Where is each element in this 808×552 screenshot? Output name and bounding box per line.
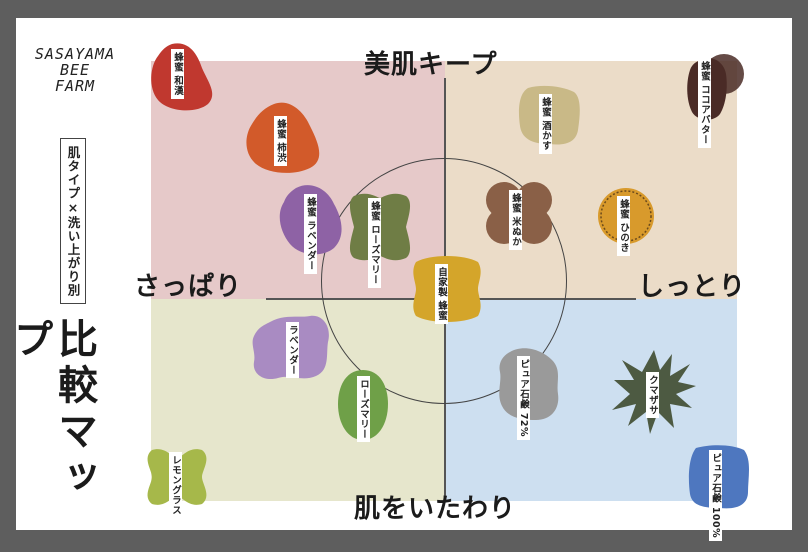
- soap-label: 蜂蜜 和漢: [171, 49, 184, 99]
- brand-line-2: BEE: [59, 61, 91, 79]
- soap-label: ピュア石鹸 72%: [517, 356, 530, 441]
- soap-label: 蜂蜜 柿渋: [274, 116, 287, 166]
- brand-line-3: FARM: [54, 77, 96, 95]
- soap-honey-wakan: 蜂蜜 和漢: [150, 42, 216, 112]
- soap-label: ローズマリー: [357, 376, 370, 442]
- soap-label: 蜂蜜 ひのき: [617, 196, 630, 256]
- soap-pure-100: ピュア石鹸 100%: [688, 444, 750, 542]
- soap-honey-cocoa-butter: 蜂蜜 ココアバター: [686, 52, 746, 148]
- soap-label: ラベンダー: [286, 322, 299, 378]
- soap-lemongrass: レモングラス: [146, 446, 208, 518]
- soap-label: 自家製 蜂蜜: [435, 264, 448, 324]
- soap-label: 蜂蜜 ココアバター: [698, 58, 711, 148]
- center-ring: [321, 158, 567, 404]
- soap-label: レモングラス: [169, 452, 182, 518]
- soap-pure-72: ピュア石鹸 72%: [496, 348, 562, 441]
- map-card: 美肌キープ 肌をいたわり さっぱり しっとり SASAYAMA BEE FARM…: [7, 18, 792, 542]
- subtitle-box: 肌タイプ×洗い上がり別: [60, 138, 86, 304]
- soap-honey-lavender: 蜂蜜 ラベンダー: [278, 184, 344, 274]
- soap-honey-rosemary: 蜂蜜 ローズマリー: [348, 190, 412, 288]
- soap-rosemary: ローズマリー: [338, 368, 388, 442]
- soap-kumazasa: クマザサ: [612, 350, 696, 434]
- soap-homemade-honey: 自家製 蜂蜜: [412, 256, 482, 324]
- brand-line-1: SASAYAMA: [34, 45, 116, 63]
- soap-honey-hinoki: 蜂蜜 ひのき: [596, 186, 656, 256]
- soap-honey-rice-bran: 蜂蜜 米ぬか: [484, 180, 554, 250]
- soap-label: クマザサ: [646, 372, 659, 418]
- soap-label: 蜂蜜 ラベンダー: [304, 194, 317, 274]
- axis-label-left: さっぱり: [134, 272, 243, 302]
- soap-label: 蜂蜜 米ぬか: [509, 190, 522, 250]
- brand-logo: SASAYAMA BEE FARM: [30, 46, 120, 94]
- soap-label: 蜂蜜 酒かす: [539, 94, 552, 154]
- axis-label-right: しっとり: [638, 272, 747, 302]
- soap-label: 蜂蜜 ローズマリー: [368, 198, 381, 288]
- soap-honey-sakekasu: 蜂蜜 酒かす: [518, 85, 580, 154]
- soap-honey-kakishibu: 蜂蜜 柿渋: [244, 102, 322, 174]
- axis-label-top: 美肌キープ: [364, 50, 498, 80]
- soap-shape: [687, 54, 744, 120]
- soap-lavender: ラベンダー: [250, 314, 332, 382]
- axis-label-bottom: 肌をいたわり: [354, 494, 517, 524]
- page-title: 比較マップ: [7, 318, 97, 502]
- soap-label: ピュア石鹸 100%: [709, 450, 722, 542]
